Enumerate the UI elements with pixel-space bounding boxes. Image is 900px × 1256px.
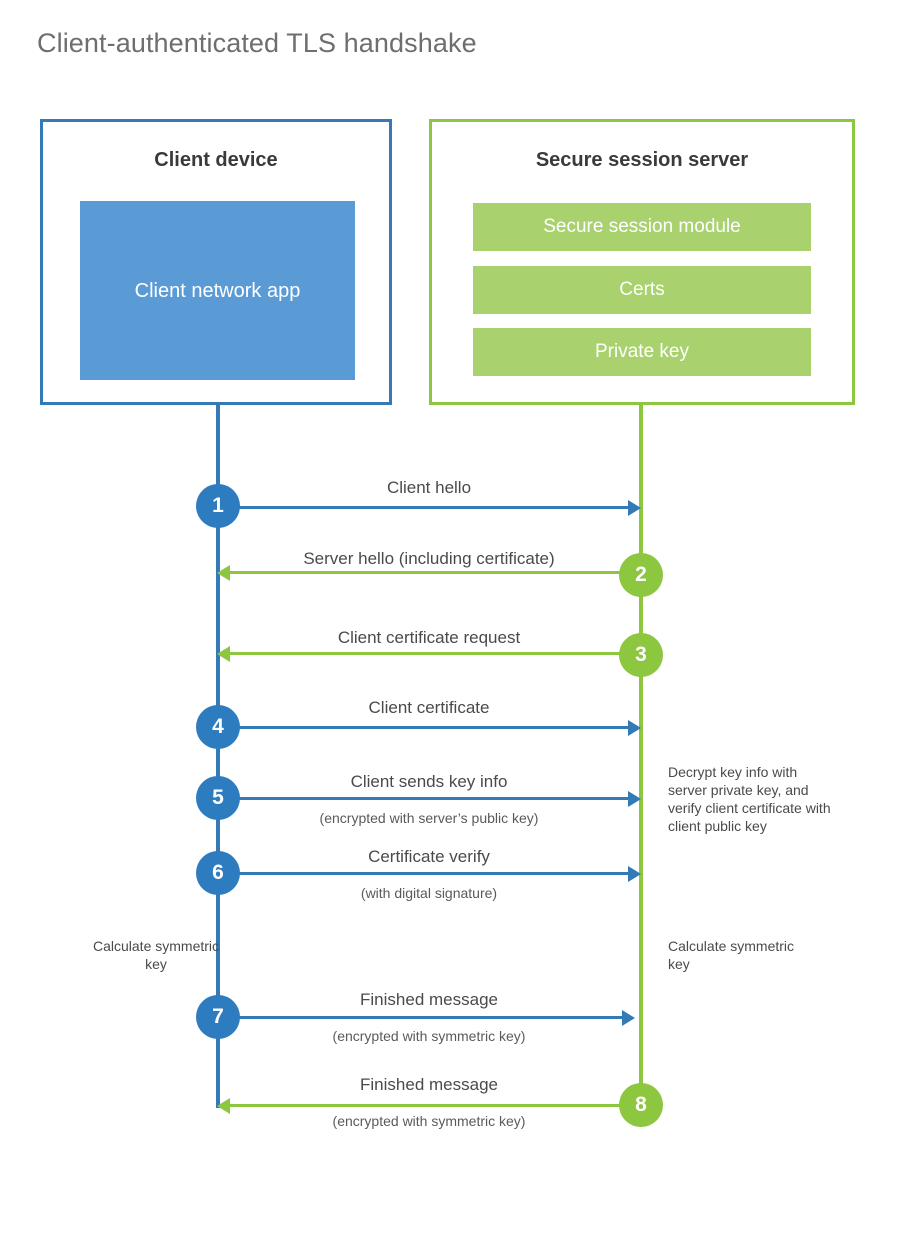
step-6-number-badge: 6 bbox=[196, 851, 240, 895]
step-1-arrow-head-right-icon bbox=[628, 500, 641, 516]
step-1-arrow-line bbox=[218, 506, 628, 509]
step-6-arrow-line bbox=[218, 872, 628, 875]
note-server-calculate-symmetric-key: Calculate symmetric key bbox=[668, 938, 795, 972]
note-server-decrypt-key-info: Decrypt key info with server private key… bbox=[668, 764, 831, 834]
step-8-arrow-head-left-icon bbox=[217, 1098, 230, 1114]
step-8-number-badge: 8 bbox=[619, 1083, 663, 1127]
step-4-arrow-head-right-icon bbox=[628, 720, 641, 736]
step-2-number-badge: 2 bbox=[619, 553, 663, 597]
step-4-label: Client certificate bbox=[368, 698, 490, 717]
step-5-sublabel: (encrypted with server’s public key) bbox=[319, 810, 539, 826]
secure-session-server-title: Secure session server bbox=[535, 149, 749, 171]
step-1-number-badge: 1 bbox=[196, 484, 240, 528]
secure-session-server-box: Secure session server Secure session mod… bbox=[429, 119, 855, 405]
server-component-private-key: Private key bbox=[473, 328, 811, 376]
step-2-arrow-line bbox=[230, 571, 641, 574]
page-title: Client-authenticated TLS handshake bbox=[37, 28, 477, 58]
step-5-number-badge: 5 bbox=[196, 776, 240, 820]
step-5-arrow-line bbox=[218, 797, 628, 800]
note-client-calculate-symmetric-key: Calculate symmetric key bbox=[92, 938, 220, 972]
step-6-sublabel: (with digital signature) bbox=[360, 885, 498, 901]
step-7-arrow-line bbox=[218, 1016, 622, 1019]
client-device-box: Client device Client network app bbox=[40, 119, 392, 405]
step-8-sublabel: (encrypted with symmetric key) bbox=[332, 1113, 526, 1129]
step-7-sublabel: (encrypted with symmetric key) bbox=[332, 1028, 526, 1044]
server-component-secure-session-module: Secure session module bbox=[473, 203, 811, 251]
step-4-number-badge: 4 bbox=[196, 705, 240, 749]
step-1-label: Client hello bbox=[386, 478, 472, 497]
step-8-label: Finished message bbox=[360, 1075, 498, 1094]
step-6-arrow-head-right-icon bbox=[628, 866, 641, 882]
client-lifeline bbox=[216, 402, 220, 1108]
step-3-label: Client certificate request bbox=[337, 628, 521, 647]
step-3-arrow-line bbox=[230, 652, 641, 655]
step-7-arrow-head-right-icon bbox=[622, 1010, 635, 1026]
step-2-label: Server hello (including certificate) bbox=[303, 549, 555, 568]
step-3-number-badge: 3 bbox=[619, 633, 663, 677]
step-8-arrow-line bbox=[230, 1104, 628, 1107]
step-3-arrow-head-left-icon bbox=[217, 646, 230, 662]
server-lifeline bbox=[639, 402, 643, 1108]
server-component-certs: Certs bbox=[473, 266, 811, 314]
step-6-label: Certificate verify bbox=[368, 847, 490, 866]
step-5-label: Client sends key info bbox=[350, 772, 508, 791]
step-7-number-badge: 7 bbox=[196, 995, 240, 1039]
step-2-arrow-head-left-icon bbox=[217, 565, 230, 581]
step-7-label: Finished message bbox=[360, 990, 498, 1009]
client-network-app-block: Client network app bbox=[80, 201, 355, 380]
step-4-arrow-line bbox=[218, 726, 628, 729]
step-5-arrow-head-right-icon bbox=[628, 791, 641, 807]
client-device-title: Client device bbox=[154, 149, 278, 171]
